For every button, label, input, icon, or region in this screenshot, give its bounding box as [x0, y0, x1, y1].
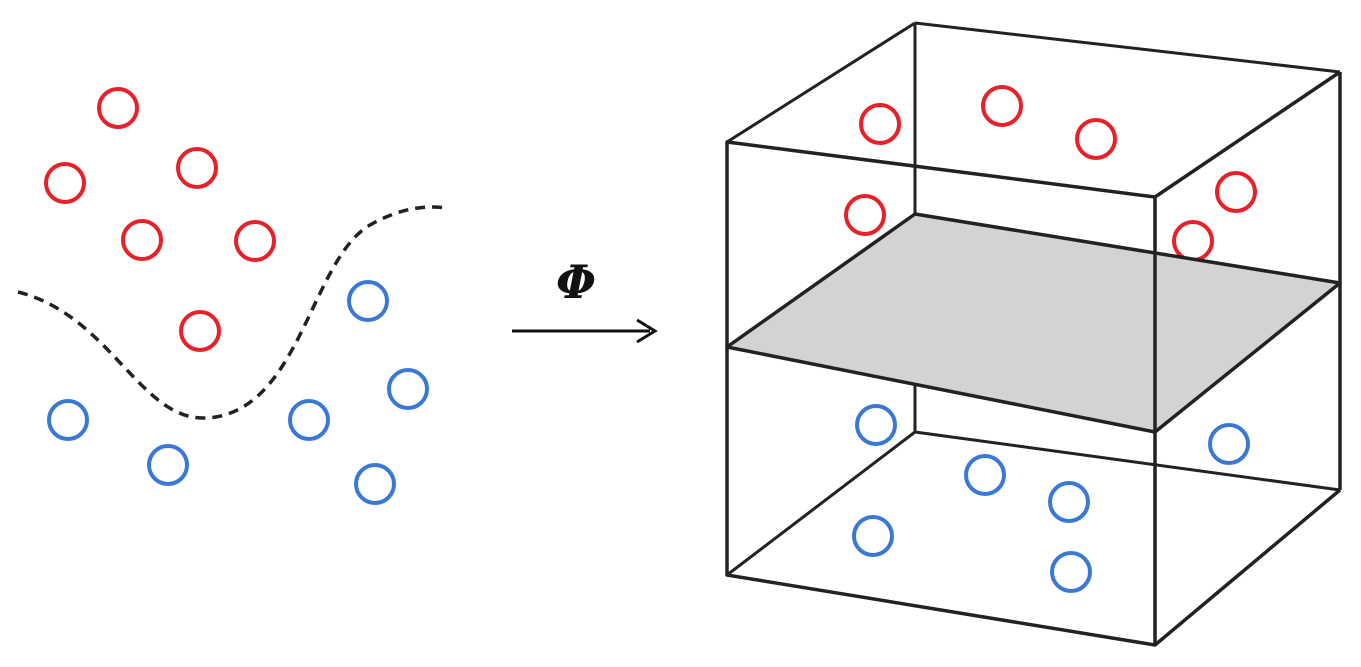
class-b-point — [288, 399, 330, 441]
class-b-point — [347, 280, 389, 322]
class-b-point — [354, 463, 396, 505]
nonlinear-decision-boundary — [17, 205, 448, 420]
class-a-point — [44, 162, 86, 204]
separating-hyperplane — [725, 212, 1342, 434]
box-front-edges — [725, 70, 1342, 647]
feature-space-panel — [725, 21, 1342, 647]
class-a-point — [1075, 118, 1117, 160]
class-b-point — [387, 368, 429, 410]
class-a-point — [981, 85, 1023, 127]
class-b-point — [47, 399, 89, 441]
class-b-point — [964, 454, 1006, 496]
input-class-a-points — [44, 87, 276, 352]
class-a-point — [176, 147, 218, 189]
class-a-point — [97, 87, 139, 129]
class-b-point — [852, 515, 894, 557]
class-a-point — [234, 220, 276, 262]
arrow-head — [636, 318, 658, 344]
class-b-point — [1050, 551, 1092, 593]
class-a-point — [1215, 171, 1257, 213]
class-a-point — [1172, 220, 1214, 262]
input-space-panel — [17, 87, 448, 505]
class-b-point — [1208, 423, 1250, 465]
class-a-point — [844, 194, 886, 236]
class-b-point — [855, 404, 897, 446]
feature-map-arrow: Φ — [512, 255, 658, 344]
class-a-point — [121, 219, 163, 261]
class-b-point — [1048, 481, 1090, 523]
class-a-point — [179, 310, 221, 352]
phi-label: Φ — [556, 255, 596, 309]
feature-class-b-points — [852, 404, 1250, 593]
class-a-point — [859, 103, 901, 145]
class-b-point — [147, 444, 189, 486]
input-class-b-points — [47, 280, 429, 505]
feature-class-a-points — [844, 85, 1257, 262]
